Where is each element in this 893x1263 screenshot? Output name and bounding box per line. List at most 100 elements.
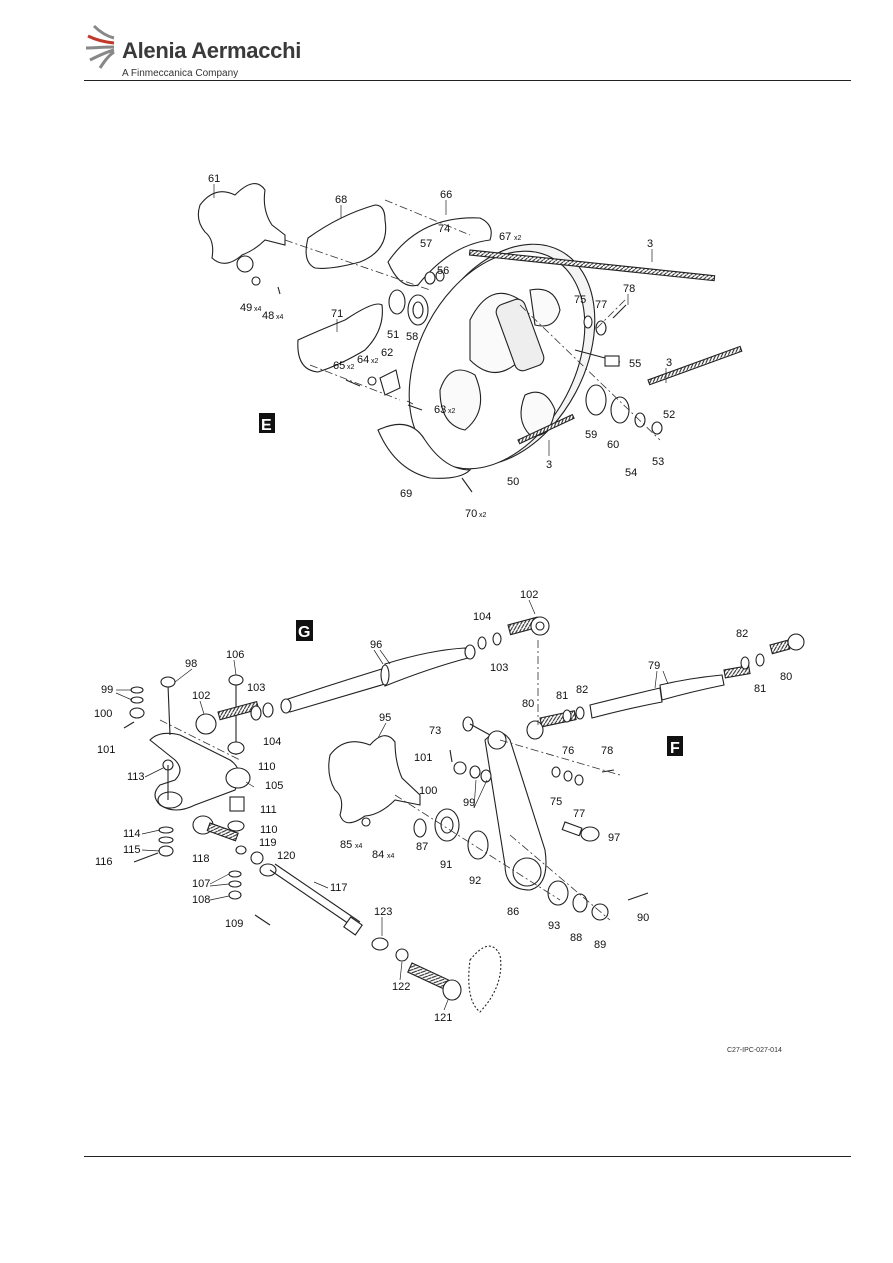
callout-78: 78 — [623, 283, 635, 295]
callout-86: 86 — [507, 906, 519, 918]
callout-100-mid: 100 — [419, 785, 437, 797]
callout-121: 121 — [434, 1012, 452, 1024]
callout-123: 123 — [374, 906, 392, 918]
callout-73: 73 — [429, 725, 441, 737]
callout-3-upper: 3 — [647, 238, 653, 250]
callout-91: 91 — [440, 859, 452, 871]
callout-59: 59 — [585, 429, 597, 441]
callout-89: 89 — [594, 939, 606, 951]
figure-reference: C27-IPC-027-014 — [727, 1047, 782, 1054]
view-e-centerlines — [284, 199, 661, 441]
callout-99-left: 99 — [101, 684, 113, 696]
callout-77-gf: 77 — [573, 808, 585, 820]
callout-67-mult: x2 — [514, 235, 522, 242]
callout-65-mult: x2 — [347, 364, 355, 371]
callout-48-mult: x4 — [276, 314, 284, 321]
callout-52: 52 — [663, 409, 675, 421]
callout-71: 71 — [331, 308, 343, 320]
callout-51: 51 — [387, 329, 399, 341]
callout-57: 57 — [420, 238, 432, 250]
callout-3-lower: 3 — [546, 459, 552, 471]
view-e-callout-labels: 61 68 66 67 x2 57 74 56 3 78 75 77 49 x4… — [208, 173, 675, 520]
view-e-leader-lines — [213, 184, 667, 456]
callout-77: 77 — [595, 299, 607, 311]
view-label-f: F — [667, 736, 683, 757]
callout-120: 120 — [277, 850, 295, 862]
callout-66: 66 — [440, 189, 452, 201]
footer-rule — [84, 1156, 851, 1157]
callout-106: 106 — [226, 649, 244, 661]
view-gf-leader-lines — [115, 599, 669, 1011]
callout-80-right: 80 — [780, 671, 792, 683]
callout-58: 58 — [406, 331, 418, 343]
callout-101-left: 101 — [97, 744, 115, 756]
callout-82-mid: 82 — [576, 684, 588, 696]
callout-69: 69 — [400, 488, 412, 500]
callout-96: 96 — [370, 639, 382, 651]
callout-61: 61 — [208, 173, 220, 185]
callout-60: 60 — [607, 439, 619, 451]
view-letter-g: G — [298, 624, 310, 641]
callout-117: 117 — [330, 882, 348, 894]
callout-110-lower: 110 — [260, 824, 278, 836]
callout-84-mult: x4 — [387, 853, 395, 860]
view-label-e: E — [259, 413, 275, 434]
callout-70-mult: x2 — [479, 512, 487, 519]
view-gf-callout-labels: 102 104 96 103 82 79 80 81 98 106 99 102… — [94, 589, 792, 1024]
callout-54: 54 — [625, 467, 637, 479]
callout-110-upper: 110 — [258, 761, 276, 773]
header-rule — [84, 80, 851, 81]
callout-63: 63 — [434, 404, 446, 416]
view-letter-e: E — [261, 417, 272, 434]
callout-53: 53 — [652, 456, 664, 468]
callout-119: 119 — [259, 837, 277, 849]
callout-118: 118 — [192, 853, 210, 865]
callout-75: 75 — [574, 294, 586, 306]
callout-64: 64 — [357, 354, 369, 366]
callout-78-gf: 78 — [601, 745, 613, 757]
view-label-g: G — [296, 620, 313, 641]
callout-93: 93 — [548, 920, 560, 932]
callout-3-right: 3 — [666, 357, 672, 369]
callout-102-left: 102 — [192, 690, 210, 702]
callout-64-mult: x2 — [371, 358, 379, 365]
brand-tagline: A Finmeccanica Company — [122, 68, 239, 79]
callout-79: 79 — [648, 660, 660, 672]
callout-122: 122 — [392, 981, 410, 993]
callout-80-mid: 80 — [522, 698, 534, 710]
callout-100-left: 100 — [94, 708, 112, 720]
view-gf-drawing — [123, 616, 805, 1013]
callout-65: 65 — [333, 360, 345, 372]
callout-81-right: 81 — [754, 683, 766, 695]
callout-113: 113 — [127, 771, 145, 783]
callout-68: 68 — [335, 194, 347, 206]
callout-97: 97 — [608, 832, 620, 844]
callout-82-right: 82 — [736, 628, 748, 640]
callout-90: 90 — [637, 912, 649, 924]
callout-85: 85 — [340, 839, 352, 851]
callout-116: 116 — [95, 856, 113, 868]
callout-92: 92 — [469, 875, 481, 887]
callout-56: 56 — [437, 265, 449, 277]
callout-88: 88 — [570, 932, 582, 944]
callout-99-mid: 99 — [463, 797, 475, 809]
callout-108: 108 — [192, 894, 210, 906]
callout-84: 84 — [372, 849, 384, 861]
callout-81-mid: 81 — [556, 690, 568, 702]
callout-48: 48 — [262, 310, 274, 322]
callout-87: 87 — [416, 841, 428, 853]
callout-98: 98 — [185, 658, 197, 670]
callout-76: 76 — [562, 745, 574, 757]
view-gf-centerlines — [159, 640, 621, 921]
callout-109: 109 — [225, 918, 243, 930]
alenia-aermacchi-logo — [84, 22, 304, 80]
callout-103-left: 103 — [247, 682, 265, 694]
callout-50: 50 — [507, 476, 519, 488]
callout-104-top: 104 — [473, 611, 491, 623]
callout-105: 105 — [265, 780, 283, 792]
callout-75-gf: 75 — [550, 796, 562, 808]
callout-101-mid: 101 — [414, 752, 432, 764]
view-letter-f: F — [670, 740, 680, 757]
callout-102-top: 102 — [520, 589, 538, 601]
callout-114: 114 — [123, 828, 141, 840]
